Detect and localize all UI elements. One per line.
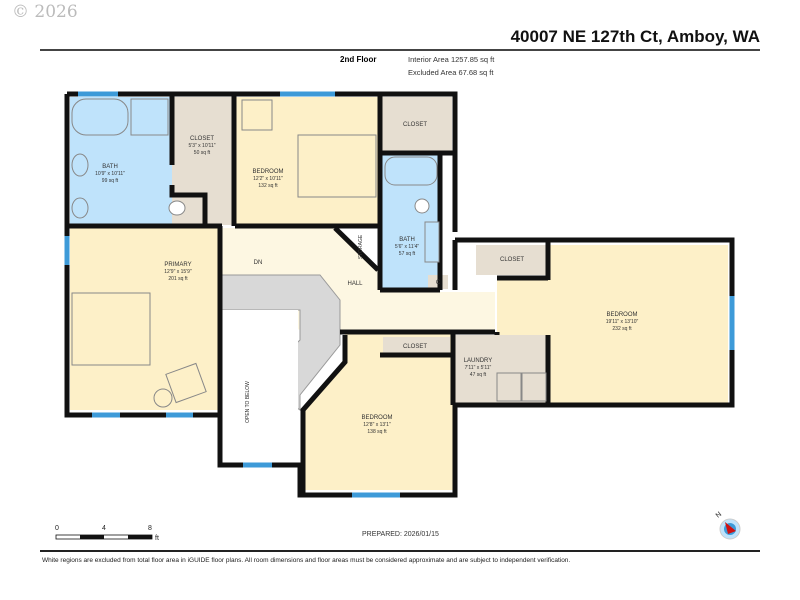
room-dims: 12'9" x 15'9": [164, 269, 192, 275]
room-label: LAUNDRY: [464, 358, 493, 364]
disclaimer: White regions are excluded from total fl…: [42, 557, 571, 564]
page-title: 40007 NE 127th Ct, Amboy, WA: [510, 27, 760, 46]
room-label: PRIMARY: [164, 262, 191, 268]
sink-icon: [71, 153, 89, 177]
fixtures: [71, 98, 547, 408]
room-dims: 12'8" x 13'1": [363, 422, 391, 428]
compass-icon: [719, 518, 741, 540]
room-bedroom-bottom: [303, 333, 453, 490]
divider: [40, 49, 760, 51]
room-area: 138 sq ft: [367, 429, 387, 435]
divider: [40, 550, 760, 552]
scale-unit: ft: [155, 535, 159, 542]
room-area: 50 sq ft: [194, 150, 211, 156]
washer-icon: [496, 372, 522, 402]
dryer-icon: [521, 372, 547, 402]
room-label: CLOSET: [403, 122, 427, 128]
room-label: HALL: [347, 281, 363, 287]
floor-name: 2nd Floor: [340, 55, 377, 64]
room-area: 99 sq ft: [102, 178, 119, 184]
room-area: 47 sq ft: [470, 372, 487, 378]
sink-icon: [71, 197, 89, 219]
room-label: CLOSET: [500, 257, 524, 263]
scale-tick: 0: [55, 525, 59, 532]
room-closet-top: [380, 97, 452, 151]
stairs-down-label: DN: [254, 260, 263, 266]
room-dims: 19'11" x 13'10": [606, 319, 639, 325]
bed-icon: [297, 134, 377, 198]
room-area: 132 sq ft: [258, 183, 278, 189]
room-dims: 12'2" x 10'11": [253, 176, 283, 182]
room-dims: 7'11" x 5'11": [465, 365, 492, 371]
scale-bar: [55, 534, 153, 540]
windows: [64, 91, 735, 498]
room-label: CLOSET: [403, 344, 427, 350]
scale-tick: 8: [148, 525, 152, 532]
copyright-watermark: © 2026: [12, 2, 78, 22]
toilet-icon: [414, 198, 430, 214]
scale-tick: 4: [102, 525, 106, 532]
room-dims: 5'3" x 10'11": [188, 143, 215, 149]
chair-icon: [165, 362, 207, 404]
room-closet-bottom: [383, 337, 450, 356]
room-area: 57 sq ft: [399, 251, 416, 257]
excluded-area: Excluded Area 67.68 sq ft: [408, 68, 494, 77]
room-label: BATH: [399, 237, 415, 243]
room-closet-right: [476, 245, 548, 275]
bed-icon: [71, 292, 151, 366]
room-area: 201 sq ft: [168, 276, 188, 282]
open-to-below: [222, 310, 298, 460]
room-bedroom-right: [497, 245, 728, 403]
room-label: BEDROOM: [252, 169, 283, 175]
shower-icon: [130, 98, 169, 136]
room-label: C: [436, 280, 441, 286]
bathtub-icon: [71, 98, 129, 136]
bathtub-icon: [384, 156, 438, 186]
toilet-icon: [168, 200, 186, 216]
room-dims: 5'6" x 11'4": [395, 244, 419, 250]
room-area: 232 sq ft: [612, 326, 632, 332]
sink-icon: [424, 221, 440, 263]
room-label: BATH: [102, 164, 118, 170]
prepared-date: PREPARED: 2026/01/15: [362, 531, 439, 538]
room-label: STORAGE: [358, 234, 364, 259]
room-label: BEDROOM: [606, 312, 637, 318]
interior-area: Interior Area 1257.85 sq ft: [408, 55, 495, 64]
compass-north-label: N: [715, 511, 723, 520]
table-icon: [153, 388, 173, 408]
room-dims: 10'9" x 10'11": [95, 171, 125, 177]
room-label: CLOSET: [190, 136, 214, 142]
open-to-below-label: OPEN TO BELOW: [245, 381, 251, 423]
room-label: BEDROOM: [361, 415, 392, 421]
chair-icon: [241, 99, 273, 131]
